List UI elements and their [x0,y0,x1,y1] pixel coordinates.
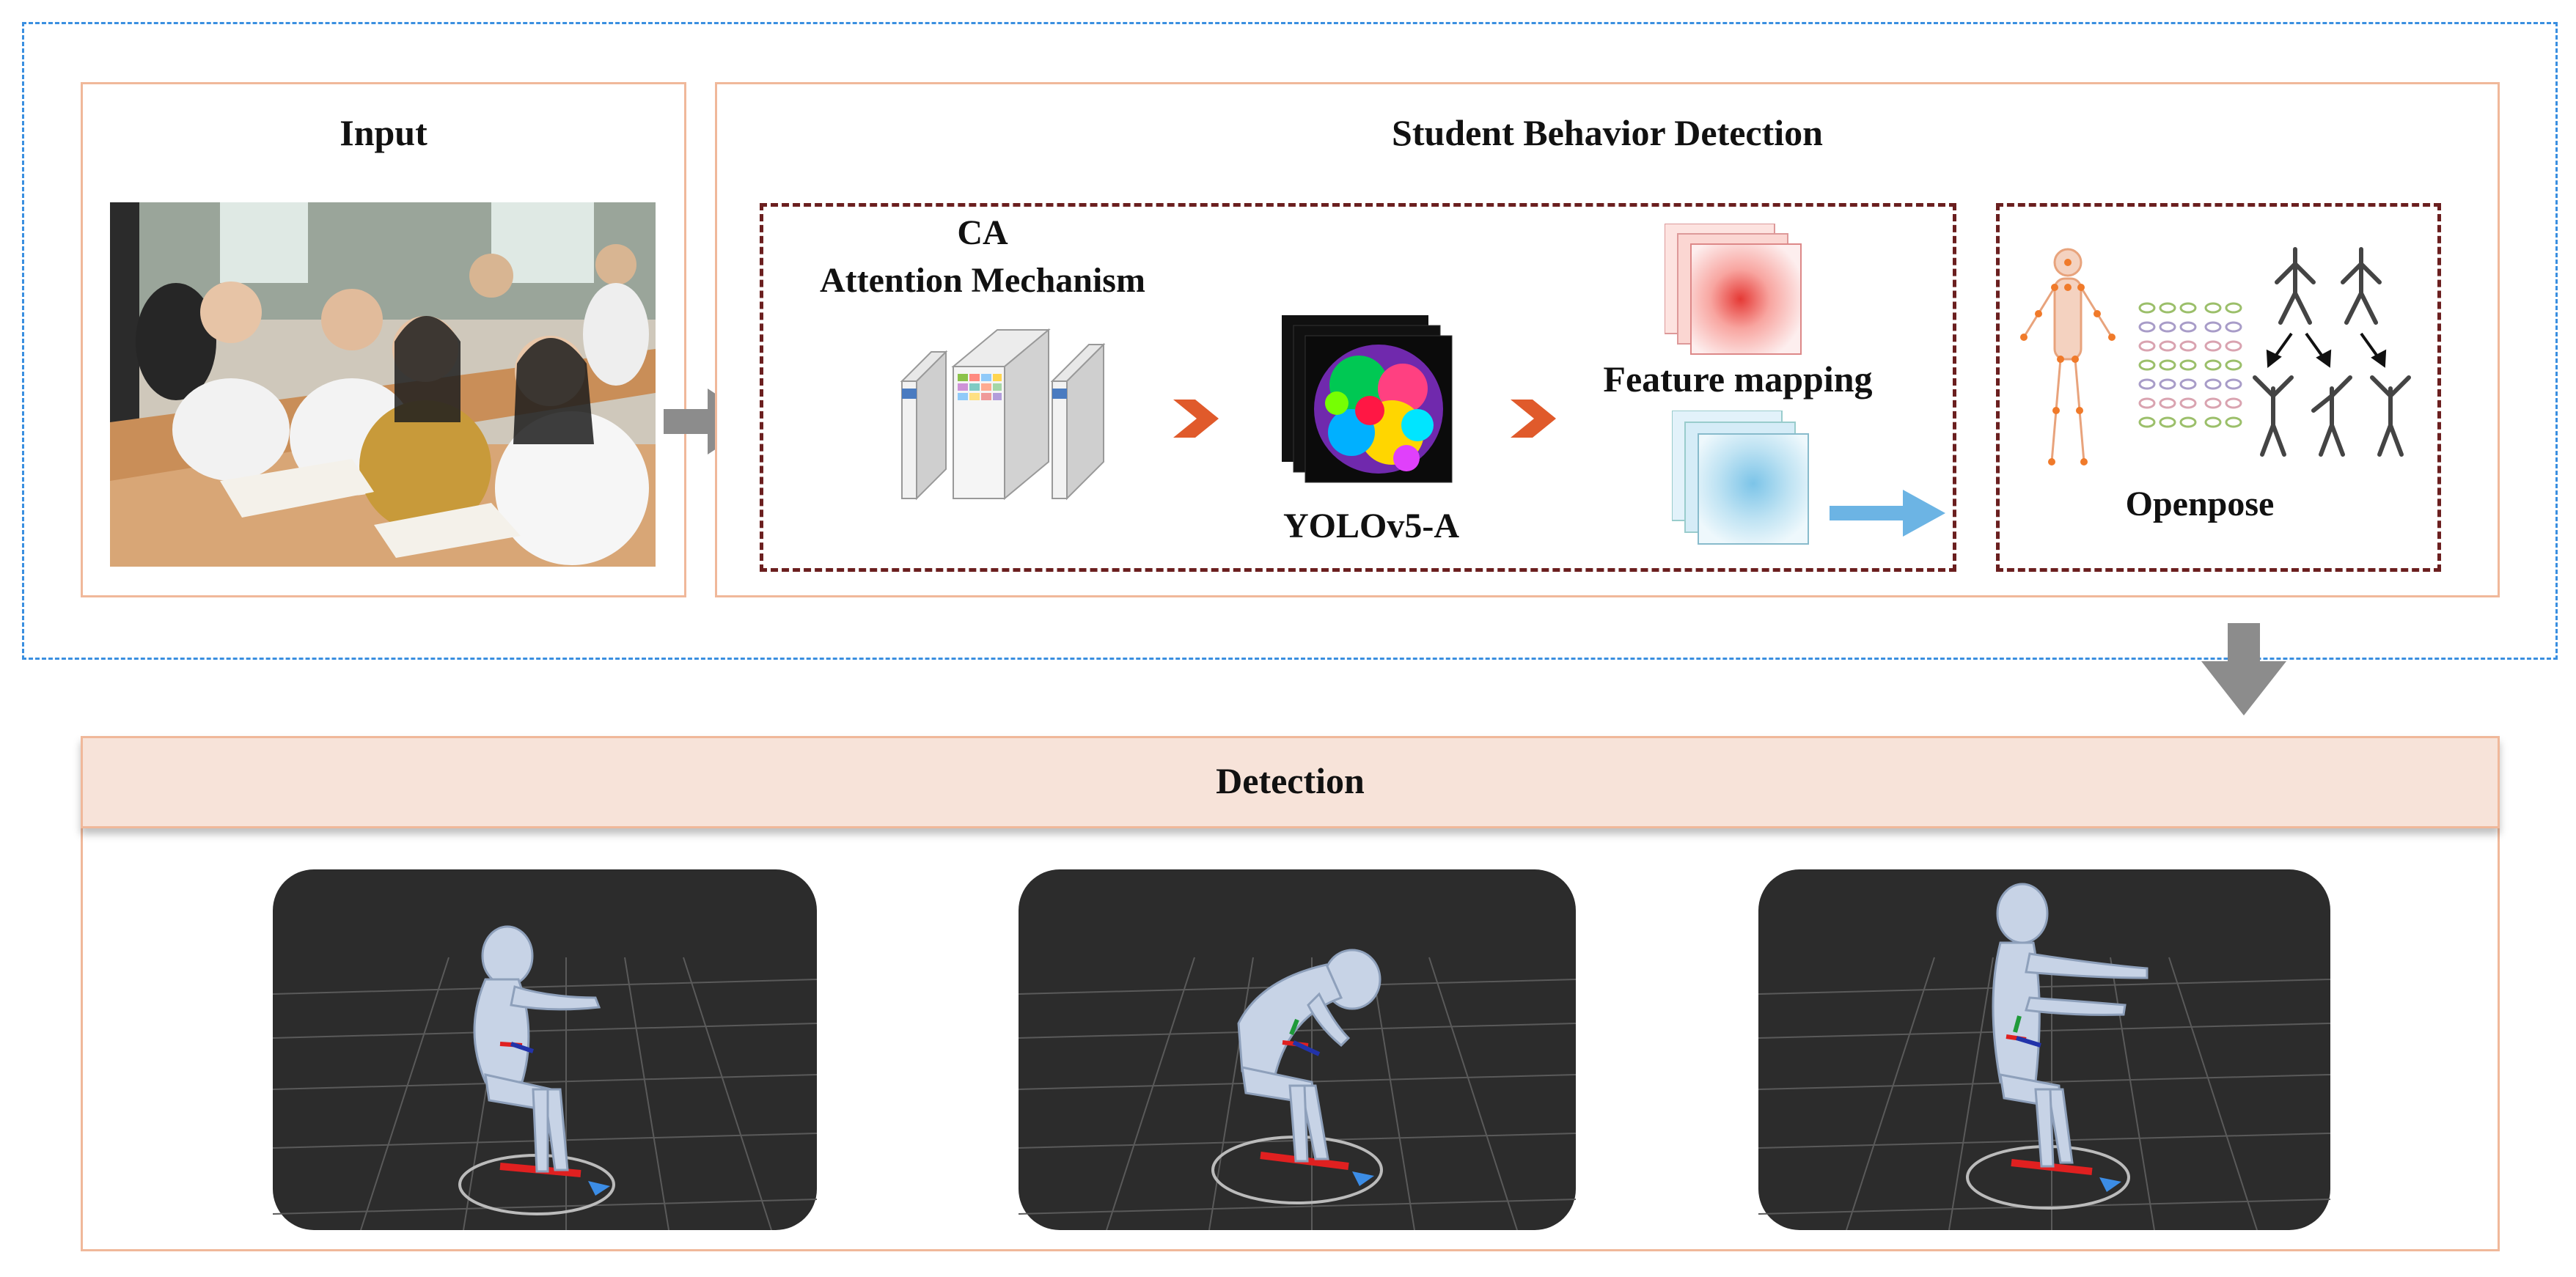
to-detection-arrow [2201,623,2286,715]
feature-mapping-label: Feature mapping [1603,358,1873,400]
ca-title: CA [957,213,1008,252]
input-to-detection-arrow [664,389,757,455]
behavior-title: Student Behavior Detection [1392,112,1823,153]
chevron-arrow-icon [1511,400,1556,438]
pose-render [273,869,817,1230]
detection-network-box [760,203,1956,572]
classroom-photo [110,202,656,567]
pose-render [1019,869,1576,1230]
pose-render [1758,869,2330,1230]
yolo-label: YOLOv5-A [1283,507,1459,545]
feature-heatmap-blue [1672,411,1809,545]
ca-subtitle: Attention Mechanism [820,261,1145,300]
pipeline-frame [22,22,2558,660]
ca-attention-module [900,328,1106,501]
detection-header [81,736,2500,828]
feature-to-openpose-arrow [1830,490,1945,537]
openpose-box [1996,203,2441,572]
chevron-arrow-icon [1173,400,1219,438]
openpose-illustration [2020,247,2411,465]
input-title: Input [340,112,428,153]
openpose-label: Openpose [2125,485,2275,523]
yolov5-feature-stack [1282,315,1453,483]
detection-title: Detection [1216,760,1365,801]
feature-heatmap-red [1665,224,1802,355]
